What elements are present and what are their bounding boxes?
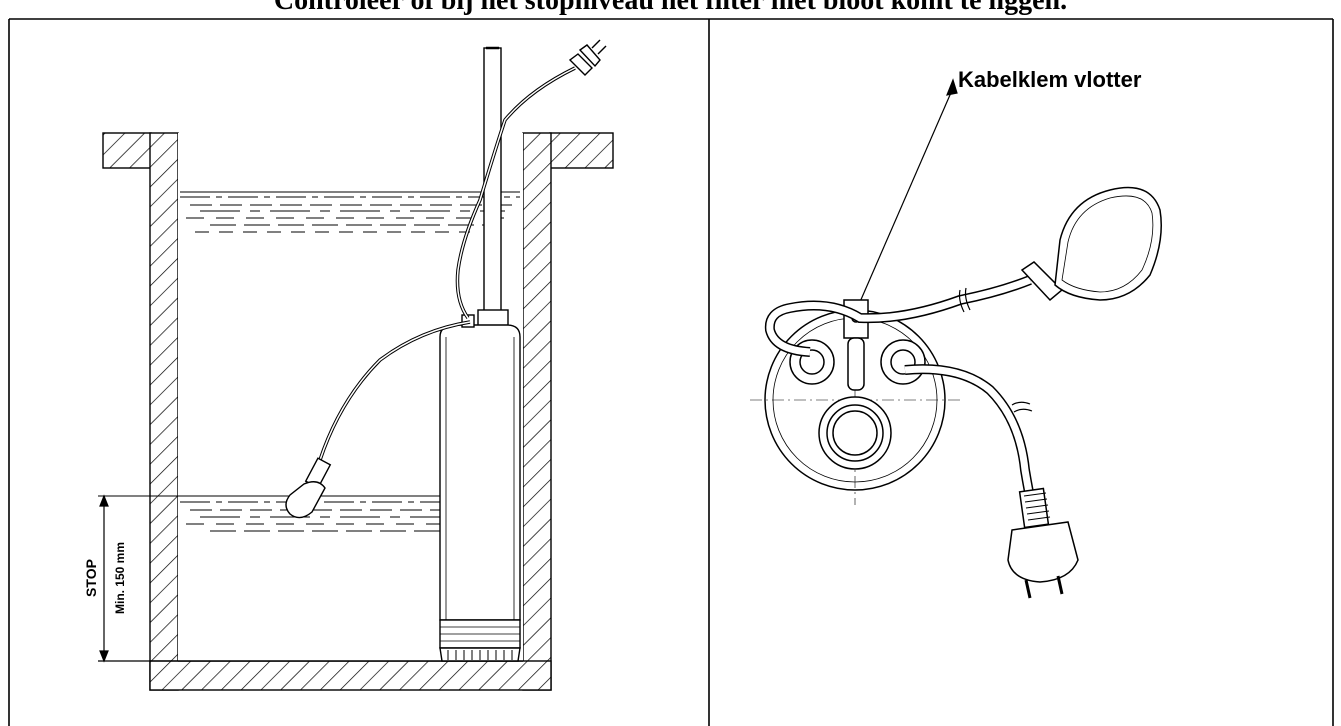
min-depth-label: Min. 150 mm bbox=[113, 542, 127, 614]
well-diagram: STOP Min. 150 mm bbox=[83, 39, 614, 691]
well-floor bbox=[149, 660, 552, 691]
pump-top-view: Kabelklem vlotter bbox=[750, 67, 1162, 599]
power-plug-left bbox=[568, 39, 607, 76]
ground-left bbox=[102, 132, 152, 169]
callout-arrow bbox=[852, 78, 958, 319]
min-depth-dimension bbox=[98, 494, 178, 663]
well-wall-right bbox=[522, 132, 552, 691]
well-wall-left bbox=[149, 132, 179, 691]
power-plug-right bbox=[1007, 487, 1079, 599]
pump-body bbox=[439, 309, 521, 662]
upper-water-level bbox=[180, 191, 520, 233]
float-top-view bbox=[1020, 186, 1162, 302]
figure-frame bbox=[8, 18, 1334, 726]
stop-label: STOP bbox=[83, 559, 99, 597]
float-switch bbox=[285, 457, 332, 519]
ground-right bbox=[549, 132, 614, 169]
callout-label: Kabelklem vlotter bbox=[958, 67, 1142, 92]
page-heading: Controleer of bij het stopniveau het fil… bbox=[273, 0, 1068, 16]
